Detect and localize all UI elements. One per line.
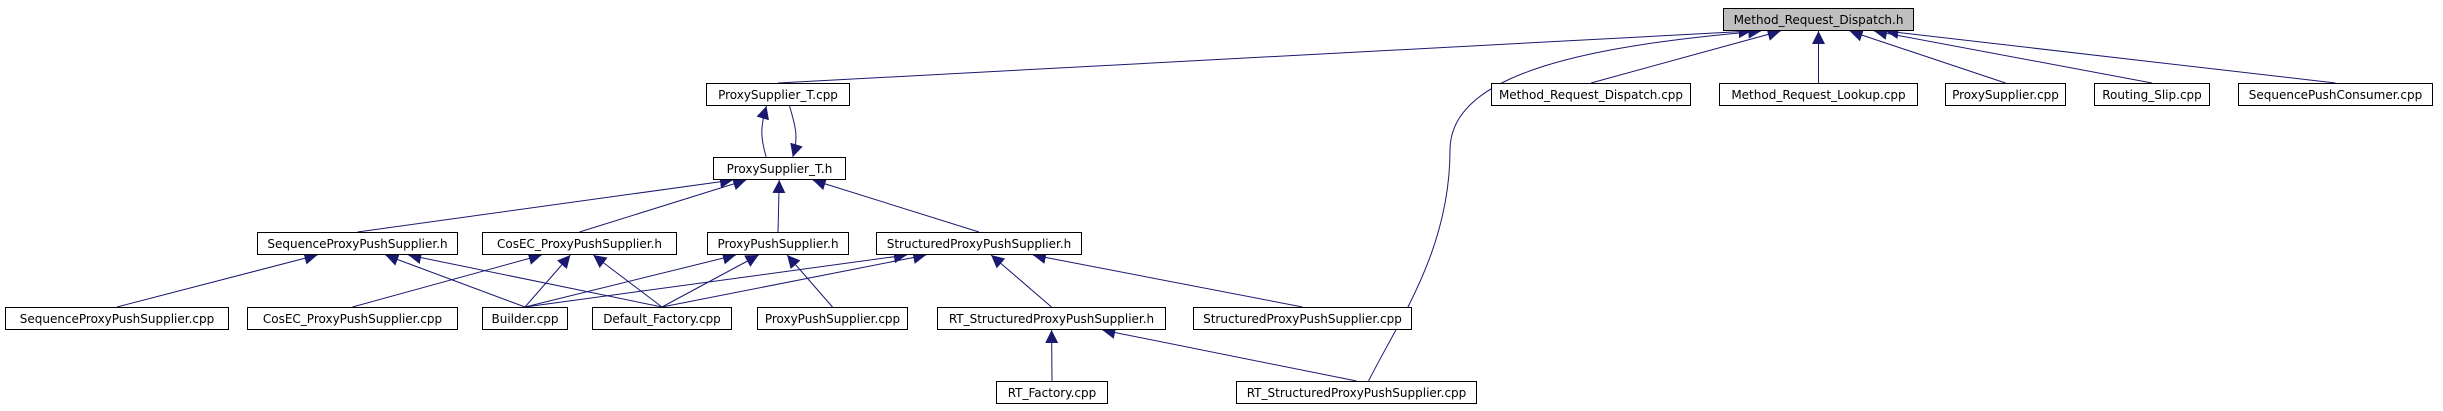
node-spps-cpp[interactable]: SequenceProxyPushSupplier.cpp (5, 307, 229, 330)
node-stpps-cpp[interactable]: StructuredProxyPushSupplier.cpp (1193, 307, 1412, 330)
node-spps-h[interactable]: SequenceProxyPushSupplier.h (257, 232, 458, 255)
node-root[interactable]: Method_Request_Dispatch.h (1723, 8, 1914, 31)
edge-pst-cpp-to-root (777, 25, 1752, 84)
node-pps-cpp[interactable]: ProxyPushSupplier.cpp (757, 307, 908, 330)
node-rtf-cpp[interactable]: RT_Factory.cpp (996, 381, 1108, 404)
edge-df-cpp-to-spps-h (408, 251, 663, 308)
edge-spc-cpp-to-root (1885, 26, 2336, 84)
edge-builder-cpp-to-cepps-h (524, 254, 571, 308)
node-pps-h[interactable]: ProxyPushSupplier.h (707, 232, 849, 255)
edge-df-cpp-to-stpps-h (661, 251, 927, 308)
edge-spps-cpp-to-spps-h (116, 251, 318, 308)
node-rtspps-cpp[interactable]: RT_StructuredProxyPushSupplier.cpp (1236, 381, 1477, 404)
node-pst-h[interactable]: ProxySupplier_T.h (713, 157, 846, 180)
node-cepps-cpp[interactable]: CosEC_ProxyPushSupplier.cpp (247, 307, 458, 330)
edge-builder-cpp-to-stpps-h (524, 250, 907, 308)
edge-pps-h-to-pst-h (772, 179, 786, 233)
node-pst-cpp[interactable]: ProxySupplier_T.cpp (706, 83, 850, 106)
edge-mrd-cpp-to-root (1590, 28, 1781, 84)
node-cepps-h[interactable]: CosEC_ProxyPushSupplier.h (482, 232, 677, 255)
edge-cepps-h-to-pst-h (579, 177, 747, 233)
edge-builder-cpp-to-pps-h (524, 251, 736, 308)
node-stpps-h[interactable]: StructuredProxyPushSupplier.h (876, 232, 1082, 255)
edge-ps-cpp-to-root (1849, 28, 2006, 84)
node-spc-cpp[interactable]: SequencePushConsumer.cpp (2238, 83, 2433, 106)
node-rtspps-h[interactable]: RT_StructuredProxyPushSupplier.h (937, 307, 1166, 330)
edge-pst-h-to-pst-cpp (756, 105, 769, 158)
edge-cepps-cpp-to-cepps-h (352, 252, 542, 308)
edge-stpps-cpp-to-stpps-h (1032, 251, 1303, 308)
node-df-cpp[interactable]: Default_Factory.cpp (592, 307, 732, 330)
edge-builder-cpp-to-spps-h (385, 253, 526, 308)
edge-stpps-h-to-pst-h (812, 177, 980, 233)
node-mrd-cpp[interactable]: Method_Request_Dispatch.cpp (1491, 83, 1691, 106)
edge-df-cpp-to-cepps-h (592, 254, 663, 308)
edge-df-cpp-to-pps-h (661, 254, 759, 308)
edge-pps-cpp-to-pps-h (786, 254, 833, 308)
dependency-edges (116, 25, 2336, 382)
node-rs-cpp[interactable]: Routing_Slip.cpp (2094, 83, 2210, 106)
edge-pst-cpp-to-pst-h (789, 105, 803, 158)
edge-rs-cpp-to-root (1873, 27, 2153, 84)
node-ps-cpp[interactable]: ProxySupplier.cpp (1945, 83, 2066, 106)
node-builder-cpp[interactable]: Builder.cpp (482, 307, 568, 330)
edge-spps-h-to-pst-h (357, 175, 734, 233)
edge-rtspps-cpp-to-rtspps-h (1102, 326, 1357, 382)
edge-rtspps-h-to-stpps-h (990, 254, 1052, 308)
node-mrl-cpp[interactable]: Method_Request_Lookup.cpp (1719, 83, 1918, 106)
